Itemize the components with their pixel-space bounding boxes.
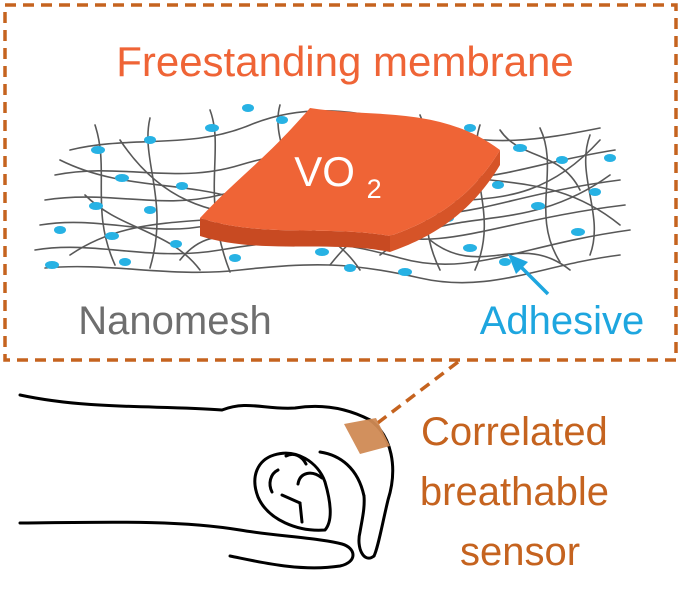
adhesive-droplets (45, 104, 616, 276)
membrane-side-face (200, 218, 390, 252)
vo2-label: VO 2 (294, 148, 381, 204)
vo2-label-main: VO (294, 148, 355, 195)
sensor-label-line2: breathable (420, 470, 609, 514)
membrane-title: Freestanding membrane (116, 38, 574, 85)
vo2-membrane (200, 108, 500, 252)
membrane-right-face (390, 150, 500, 252)
membrane-top-face (200, 108, 500, 236)
sensor-label-line3: sensor (460, 530, 580, 574)
nanomesh-label: Nanomesh (78, 299, 271, 343)
vo2-label-subscript: 2 (367, 174, 382, 204)
hand-outline-icon (18, 393, 395, 570)
sensor-label-line1: Correlated (421, 410, 608, 454)
sensor-label: Correlated breathable sensor (420, 410, 620, 574)
adhesive-label: Adhesive (480, 299, 645, 343)
sensor-patch (344, 418, 390, 454)
arrow-icon (508, 254, 550, 296)
inset-dashed-frame (3, 3, 678, 362)
